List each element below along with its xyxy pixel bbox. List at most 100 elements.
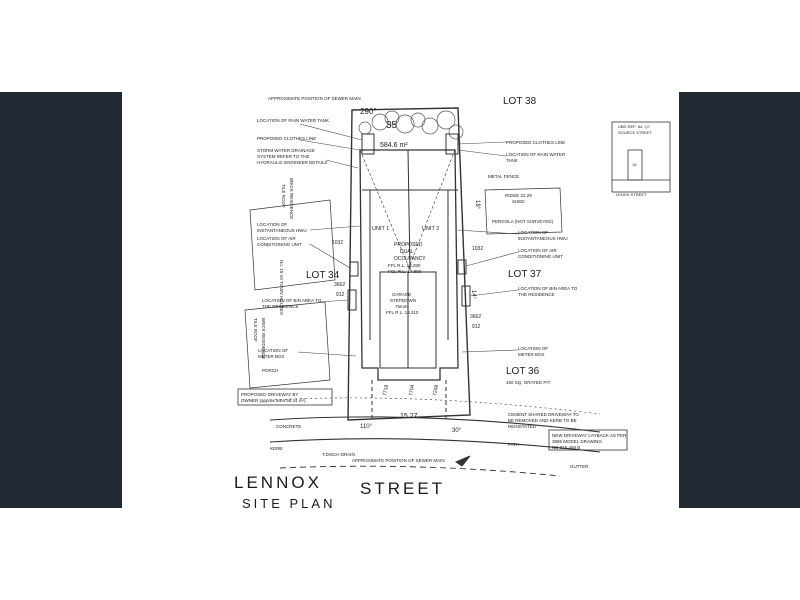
angle-110: 110° [360, 424, 373, 430]
dim-14: 14° [470, 290, 476, 300]
garage-ffl-label: FFL R.L. 18.210 [386, 310, 419, 315]
storm-water-label-1: STORM WATER DRAINAGE [257, 148, 315, 153]
dim-3662-left: 3662 [334, 282, 345, 288]
step-75mm-label: 75mm [395, 304, 408, 309]
street-kerb [269, 416, 601, 433]
angle-top-label: 290° [360, 107, 377, 116]
shared-driveway-label-1: CEMENT SHARED DRIVEWAY TO [508, 412, 579, 417]
concrete-label: CONCRETE [276, 424, 301, 429]
layback-note-1: NEW DRIVEWAY LAYBACK AS PER [552, 433, 627, 438]
grated-pit-label: 450 SQ. GRATED PIT [506, 380, 551, 385]
left-rain-tank-label: LOCATION OF RAIN WATER TANK [257, 118, 329, 123]
right-meter-label-1: LOCATION OF [518, 346, 548, 351]
rain-tank-left [361, 133, 375, 155]
dim-35-label: 35 [386, 120, 398, 131]
right-aircon-label-2: CONDITIONING UNIT [518, 254, 563, 259]
area-label: 584.6 m² [380, 142, 408, 149]
right-rain-label-2: TANK [506, 158, 518, 163]
right-aircon-label-1: LOCATION OF AIR [518, 248, 557, 253]
unit-1-label: UNIT 1 [372, 226, 389, 232]
right-bin-label-2: THE RESIDENCE [518, 292, 555, 297]
porch-label: PORCH [262, 368, 278, 373]
left-meter-label-2: METER BOX [258, 354, 285, 359]
dim-7704: 7704 [408, 384, 416, 396]
left-hwu-label-1: LOCATION OF [257, 222, 287, 227]
rain-tank-right [445, 133, 459, 155]
tile-roof-label-1: TILE ROOF [281, 184, 286, 208]
townhouses-label: No. 15-19 TOWN HOUSES [279, 260, 284, 315]
dim-7718: 7718 [382, 384, 390, 396]
source-street-label: SOURCE STREET [618, 130, 653, 135]
dual-label: DUAL [400, 249, 414, 255]
metal-fence-label: METAL FENCE [488, 174, 519, 179]
dim-1032-left: 1032 [332, 240, 343, 246]
right-clothes-line-label: PROPOSED CLOTHES LINE [506, 140, 565, 145]
shared-driveway-label-3: REINSTATED [508, 424, 537, 429]
left-bin-label-1: LOCATION OF BIN AREA TO [262, 298, 322, 303]
site-plan-drawing: APPROXIMATE POSITION OF SEWER MAIN 290° … [122, 92, 679, 508]
lot-38-label: LOT 38 [503, 96, 537, 107]
driveway-note-box [237, 388, 333, 406]
left-clothes-line-label: PROPOSED CLOTHES LINE [257, 136, 316, 141]
right-hwu-label-1: LOCATION OF [518, 230, 548, 235]
left-aircon-label-2: CONDITIONING UNIT [257, 242, 302, 247]
dim-15-27: 15.27 [400, 413, 418, 420]
aircon-left [349, 261, 359, 277]
gutter-label: GUTTER [570, 464, 589, 469]
aircon-right [457, 259, 467, 275]
t-disch-drain-label: T.DISCH DRAIN [322, 452, 355, 457]
ffl-label: FFL R.L. 18.280 [388, 263, 421, 268]
dim-18: 18° [474, 200, 480, 210]
dim-7248: 7248 [432, 384, 440, 396]
lenox-street-inset-label: LENOX STREET [616, 192, 647, 197]
neighbour-left-top [249, 199, 336, 291]
brick-residence-label-2: BRICK RESIDENCE [261, 318, 266, 359]
ubd-ref-label: UBD REF: 84, Q7 [618, 124, 651, 129]
lot-37-label: LOT 37 [508, 269, 542, 280]
left-bin-label-2: THE RESIDENCE [262, 304, 299, 309]
path-label: PATH [508, 442, 519, 447]
brick-residence-label-1: BRICK RESIDENCE [289, 178, 294, 219]
lennox-title: LENNOX [234, 473, 322, 492]
pergola-label: PERGOLA (NOT SURVEYED) [492, 219, 554, 224]
north-arrow [454, 455, 471, 467]
layback-note-2: 3985 MODEL DRAWING [552, 439, 602, 444]
ridge-label: RIDGE 22.29 [505, 193, 532, 198]
tile-roof-label-2: TILE ROOF [253, 318, 258, 342]
left-aircon-label-1: LOCATION OF AIR [257, 236, 296, 241]
right-meter-label-2: METER BOX [518, 352, 545, 357]
left-hwu-label-2: INSTANTANEOUS HWU [257, 228, 307, 233]
stepdown-label: STEPDOWN [390, 298, 416, 303]
inset-number-label: 15 [632, 162, 637, 167]
dim-912-right: 912 [472, 324, 481, 330]
inset-location-map [611, 121, 671, 193]
site-plan-subtitle: SITE PLAN [242, 496, 335, 508]
angle-30: 30° [452, 428, 462, 434]
storm-water-label-2: SYSTEM REFER TO THE [257, 154, 310, 159]
right-rain-label-1: LOCATION OF RAIN WATER [506, 152, 566, 157]
layback-note-3: ND 915 468 B [552, 445, 580, 450]
shared-driveway-label-2: BE REMOVED AND KERB TO BE [508, 418, 577, 423]
occupancy-label: OCCUPANCY [394, 256, 426, 262]
layback-note-box [548, 429, 628, 451]
property-boundary [347, 107, 471, 421]
garage-label: GARAGE [392, 292, 411, 297]
fgl-label: FGL R.L. 17.800 [388, 269, 422, 274]
unit-2-label: UNIT 2 [422, 226, 439, 232]
shed-label: SHED [512, 199, 525, 204]
right-bin-label-1: LOCATION OF BIN AREA TO [518, 286, 578, 291]
neighbour-left-bottom [244, 301, 331, 389]
street-title: STREET [360, 479, 445, 498]
lot-36-label: LOT 36 [506, 366, 540, 377]
driveway-note-2: OWNER (approx area 58.24 m²) [241, 398, 306, 403]
building-outline [359, 149, 459, 381]
left-meter-label-1: LOCATION OF [258, 348, 288, 353]
dim-3662-right: 3662 [470, 314, 481, 320]
left-dark-panel [0, 92, 122, 508]
driveway-note-1: PROPOSED DRIVEWAY BY [241, 392, 298, 397]
proposed-label: PROPOSED [394, 242, 423, 248]
site-plan-svg: APPROXIMATE POSITION OF SEWER MAIN 290° … [234, 96, 671, 508]
right-hwu-label-2: INSTANTANEOUS HWU [518, 236, 568, 241]
right-dark-panel [679, 92, 800, 508]
kerb-label: KERB [270, 446, 282, 451]
